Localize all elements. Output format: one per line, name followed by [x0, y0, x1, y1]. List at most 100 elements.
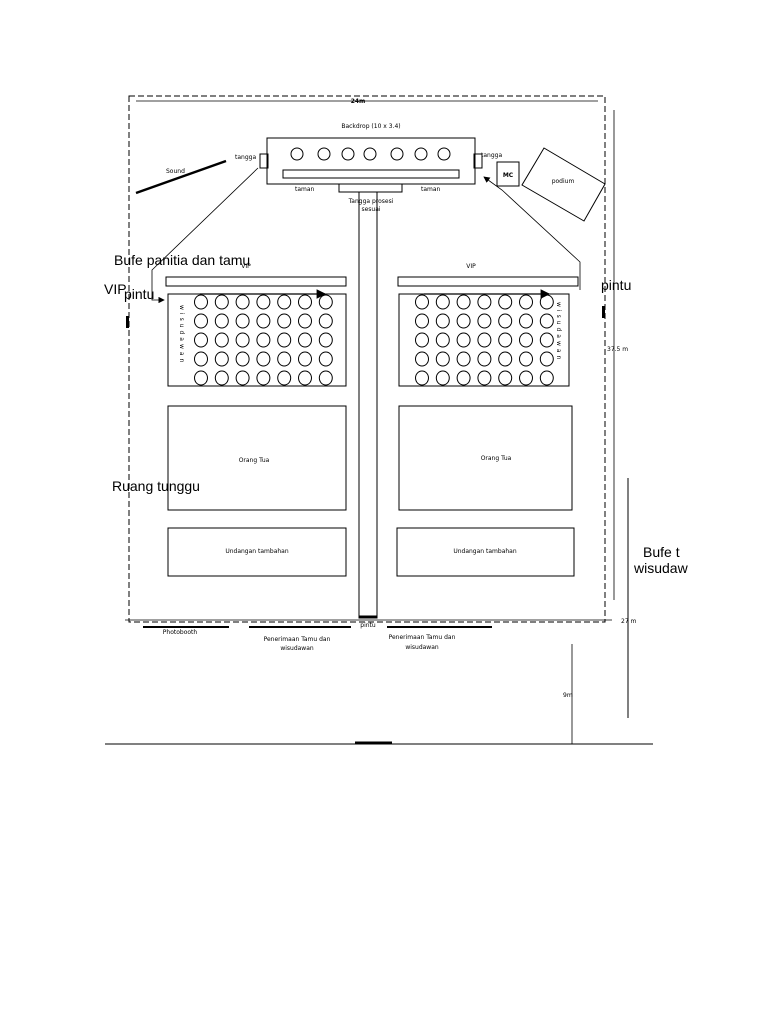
door-left — [126, 316, 129, 328]
taman-right-label: taman — [421, 186, 441, 193]
orang-tua-right-label: Orang Tua — [481, 455, 512, 462]
sound-label: Sound — [166, 168, 185, 175]
tangga-prosesi-label: Tangga prosesi — [348, 198, 394, 205]
pintu-left-label: pintu — [124, 286, 154, 302]
stair-right — [473, 153, 483, 169]
seat — [415, 313, 429, 329]
seat — [277, 294, 292, 310]
seat — [235, 313, 250, 329]
tangga-prosesi-label-2: sesuai — [361, 206, 380, 213]
seat — [235, 332, 250, 348]
backdrop-bar — [282, 169, 460, 179]
seat — [477, 370, 492, 386]
mc-box — [496, 161, 520, 187]
seat — [318, 370, 333, 386]
seat — [477, 351, 492, 367]
vip-side-label: VIP — [104, 281, 127, 297]
dim-375-label: 37.5 m — [607, 346, 628, 353]
seat — [277, 332, 292, 348]
seat — [539, 332, 554, 348]
seat — [298, 370, 312, 386]
stage-lights — [290, 147, 451, 161]
seat — [477, 313, 492, 329]
seat — [256, 332, 271, 348]
seat — [256, 370, 271, 386]
seat — [235, 294, 250, 310]
procession-stair — [338, 183, 403, 193]
orang-tua-left-label: Orang Tua — [239, 457, 270, 464]
seat — [214, 351, 229, 367]
seat — [415, 351, 429, 367]
seat — [277, 351, 292, 367]
seat — [539, 313, 554, 329]
seat — [519, 370, 533, 386]
photobooth-label: Photobooth — [163, 629, 198, 636]
stage — [266, 137, 476, 185]
seat — [435, 294, 450, 310]
seat — [435, 313, 450, 329]
seat — [235, 351, 250, 367]
width-label: 24m — [351, 98, 366, 105]
vip-left-label: VIP — [241, 263, 251, 270]
route-right — [483, 176, 581, 290]
bufe-wisudawan-label: Bufe t — [643, 544, 680, 560]
seat — [415, 370, 429, 386]
podium — [521, 147, 606, 222]
mc-label: MC — [503, 172, 514, 179]
podium-label: podium — [552, 178, 575, 185]
tangga-left-label: tangga — [235, 154, 256, 161]
seat — [194, 294, 208, 310]
seat — [456, 351, 471, 367]
seat — [277, 313, 292, 329]
seat — [277, 370, 292, 386]
ruang-tunggu-label: Ruang tunggu — [112, 478, 200, 494]
orang-tua-box-right — [398, 405, 573, 511]
seat — [519, 332, 533, 348]
seat — [456, 313, 471, 329]
seat — [194, 313, 208, 329]
seat — [298, 332, 312, 348]
route-left — [151, 167, 259, 304]
seat — [214, 332, 229, 348]
seat — [214, 294, 229, 310]
pintu-bottom-label: pintu — [360, 622, 376, 629]
orang-tua-box-left — [167, 405, 347, 511]
dim-27-label: 27 m — [621, 618, 637, 625]
undangan-left-label: Undangan tambahan — [225, 548, 289, 555]
seat — [539, 370, 554, 386]
seat — [256, 313, 271, 329]
seat — [456, 294, 471, 310]
seat — [415, 294, 429, 310]
seat — [194, 370, 208, 386]
seat — [456, 332, 471, 348]
seat — [256, 294, 271, 310]
seat — [519, 351, 533, 367]
seat — [477, 332, 492, 348]
bufe-panitia-label: Bufe panitia dan tamu — [114, 252, 250, 268]
vip-bar-left — [165, 276, 347, 287]
seat — [318, 332, 333, 348]
door-right — [602, 306, 605, 318]
seat — [298, 313, 312, 329]
seat — [318, 351, 333, 367]
seat — [256, 351, 271, 367]
seat — [318, 313, 333, 329]
seat — [519, 313, 533, 329]
seat — [477, 294, 492, 310]
seat — [214, 313, 229, 329]
wisudawan-left-label: wisudawan — [178, 305, 185, 365]
undangan-box-right — [396, 527, 575, 577]
penerimaan-left-label: Penerimaan Tamu dan — [264, 636, 331, 643]
seat — [498, 294, 513, 310]
seat — [435, 351, 450, 367]
seat — [298, 294, 312, 310]
seat — [435, 370, 450, 386]
seat-grid-right — [415, 294, 554, 386]
backdrop-label: Backdrop (10 x 3.4) — [341, 123, 400, 130]
seat — [456, 370, 471, 386]
sound-line — [135, 159, 227, 195]
seat — [539, 351, 554, 367]
hall-outline — [128, 95, 606, 623]
vip-bar-right — [397, 276, 579, 287]
seat — [318, 294, 333, 310]
